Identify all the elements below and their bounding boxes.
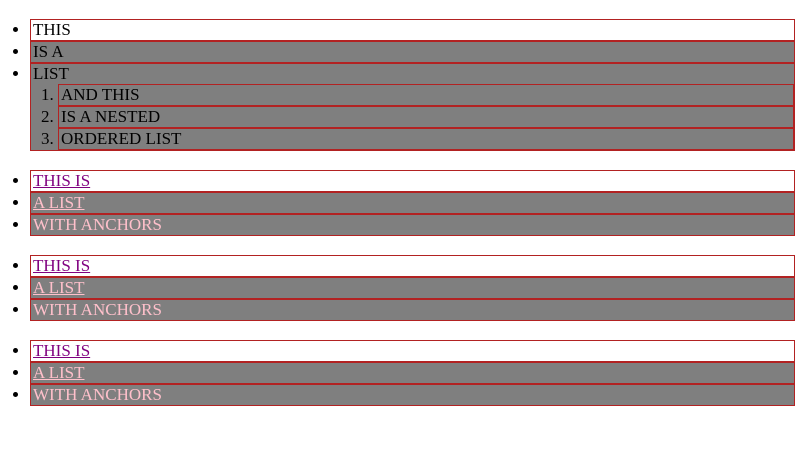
list-item: THIS IS bbox=[30, 340, 795, 362]
pink-underline-link[interactable]: A LIST bbox=[33, 278, 85, 297]
visited-link[interactable]: THIS IS bbox=[33, 341, 91, 360]
ordered-list-item: ORDERED LIST bbox=[58, 128, 794, 150]
ordered-list-item: IS A NESTED bbox=[58, 106, 794, 128]
anchor-list-1: THIS IS A LIST WITH ANCHORS bbox=[0, 170, 795, 236]
plain-anchor[interactable]: WITH ANCHORS bbox=[33, 300, 162, 319]
plain-anchor[interactable]: WITH ANCHORS bbox=[33, 215, 162, 234]
pink-underline-link[interactable]: A LIST bbox=[33, 193, 85, 212]
list-item: WITH ANCHORS bbox=[30, 299, 795, 321]
list-item: THIS bbox=[30, 19, 795, 41]
list-item: A LIST bbox=[30, 192, 795, 214]
nested-ordered-list: AND THIS IS A NESTED ORDERED LIST bbox=[33, 84, 794, 150]
visited-link[interactable]: THIS IS bbox=[33, 256, 91, 275]
list-item: WITH ANCHORS bbox=[30, 214, 795, 236]
anchor-list-2: THIS IS A LIST WITH ANCHORS bbox=[0, 255, 795, 321]
list-item: WITH ANCHORS bbox=[30, 384, 795, 406]
list-item: THIS IS bbox=[30, 255, 795, 277]
pink-underline-link[interactable]: A LIST bbox=[33, 363, 85, 382]
list-item: A LIST bbox=[30, 277, 795, 299]
plain-anchor[interactable]: WITH ANCHORS bbox=[33, 385, 162, 404]
list-item-with-nested-list: LIST AND THIS IS A NESTED ORDERED LIST bbox=[30, 63, 795, 151]
bullet-list-nested: THIS IS A LIST AND THIS IS A NESTED ORDE… bbox=[0, 19, 795, 151]
list-item: A LIST bbox=[30, 362, 795, 384]
list-item: THIS IS bbox=[30, 170, 795, 192]
visited-link[interactable]: THIS IS bbox=[33, 171, 91, 190]
ordered-list-item: AND THIS bbox=[58, 84, 794, 106]
anchor-list-3: THIS IS A LIST WITH ANCHORS bbox=[0, 340, 795, 406]
list-item-text: LIST bbox=[33, 64, 69, 83]
list-item: IS A bbox=[30, 41, 795, 63]
